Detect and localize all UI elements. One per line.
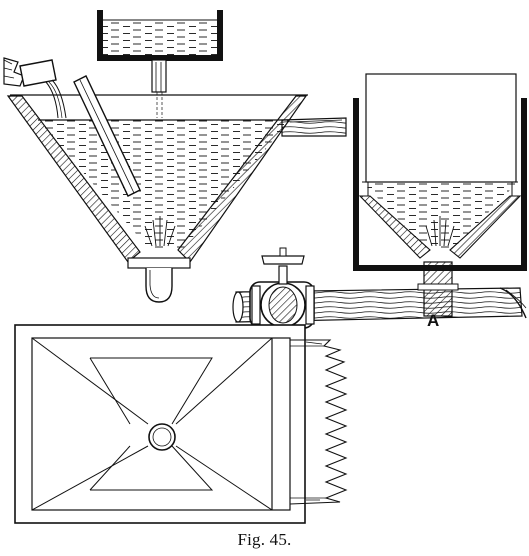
figure-caption: Fig. 45. (237, 530, 292, 549)
overflow-spout (281, 117, 347, 137)
stop-valve (249, 247, 315, 329)
diagonal-rod (73, 75, 141, 197)
plan-view (14, 324, 348, 524)
inlet-chute (3, 57, 67, 119)
conical-vessel (6, 94, 308, 303)
label-a: A (427, 311, 440, 330)
hopper-tank (353, 73, 527, 271)
upper-tank (97, 10, 223, 61)
supply-pipe (151, 59, 167, 118)
